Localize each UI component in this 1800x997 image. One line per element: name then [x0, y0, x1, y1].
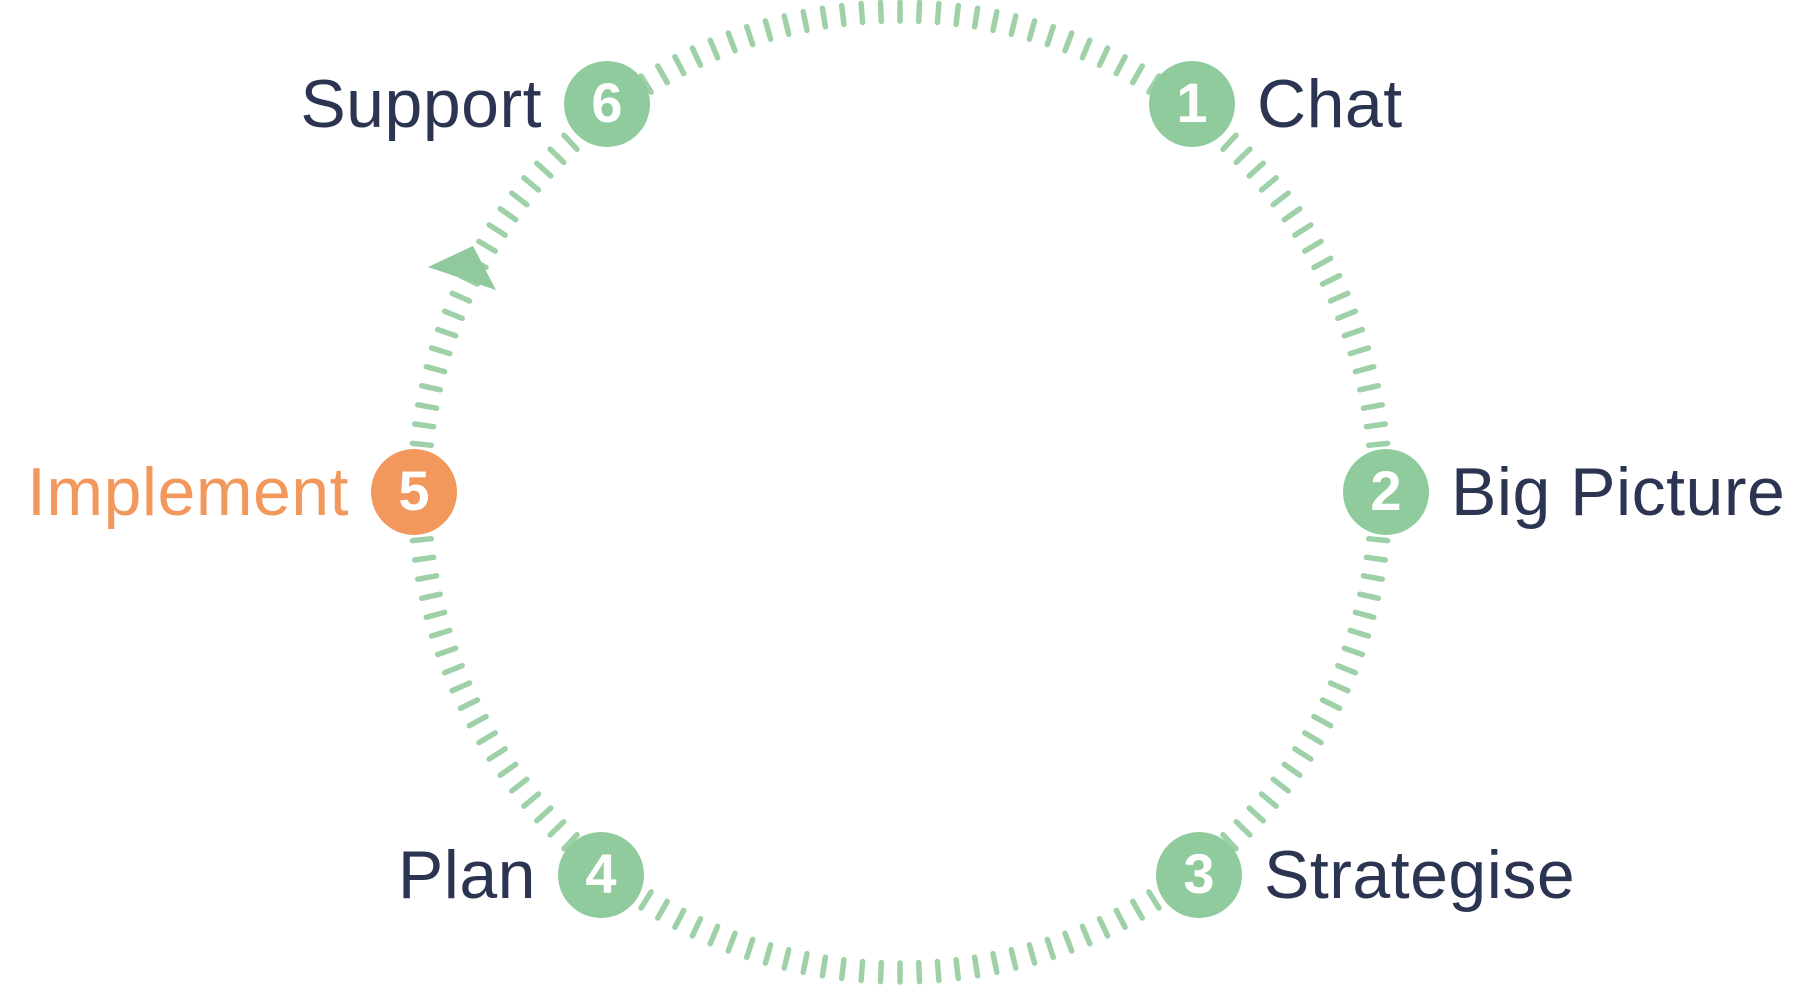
- step-implement: Implement 5: [27, 449, 457, 535]
- step-plan: Plan 4: [398, 832, 644, 918]
- flow-direction-arrow-icon: [428, 246, 496, 290]
- step-5-label: Implement: [27, 454, 349, 530]
- step-1-label: Chat: [1257, 66, 1403, 142]
- step-6-badge: 6: [564, 61, 650, 147]
- step-1-number: 1: [1176, 71, 1208, 134]
- step-4-number: 4: [585, 842, 617, 905]
- step-2-label: Big Picture: [1451, 454, 1786, 530]
- step-support: Support 6: [300, 61, 650, 147]
- step-4-badge: 4: [558, 832, 644, 918]
- step-3-label: Strategise: [1264, 837, 1576, 913]
- step-6-label: Support: [300, 66, 542, 142]
- step-5-number: 5: [398, 459, 430, 522]
- step-strategise: 3 Strategise: [1156, 832, 1575, 918]
- step-big-picture: 2 Big Picture: [1343, 449, 1785, 535]
- step-1-badge: 1: [1149, 61, 1235, 147]
- step-2-badge: 2: [1343, 449, 1429, 535]
- step-2-number: 2: [1370, 459, 1402, 522]
- step-3-number: 3: [1183, 842, 1215, 905]
- step-3-badge: 3: [1156, 832, 1242, 918]
- step-4-label: Plan: [397, 837, 536, 913]
- step-6-number: 6: [591, 71, 623, 134]
- step-5-badge: 5: [371, 449, 457, 535]
- step-chat: 1 Chat: [1149, 61, 1403, 147]
